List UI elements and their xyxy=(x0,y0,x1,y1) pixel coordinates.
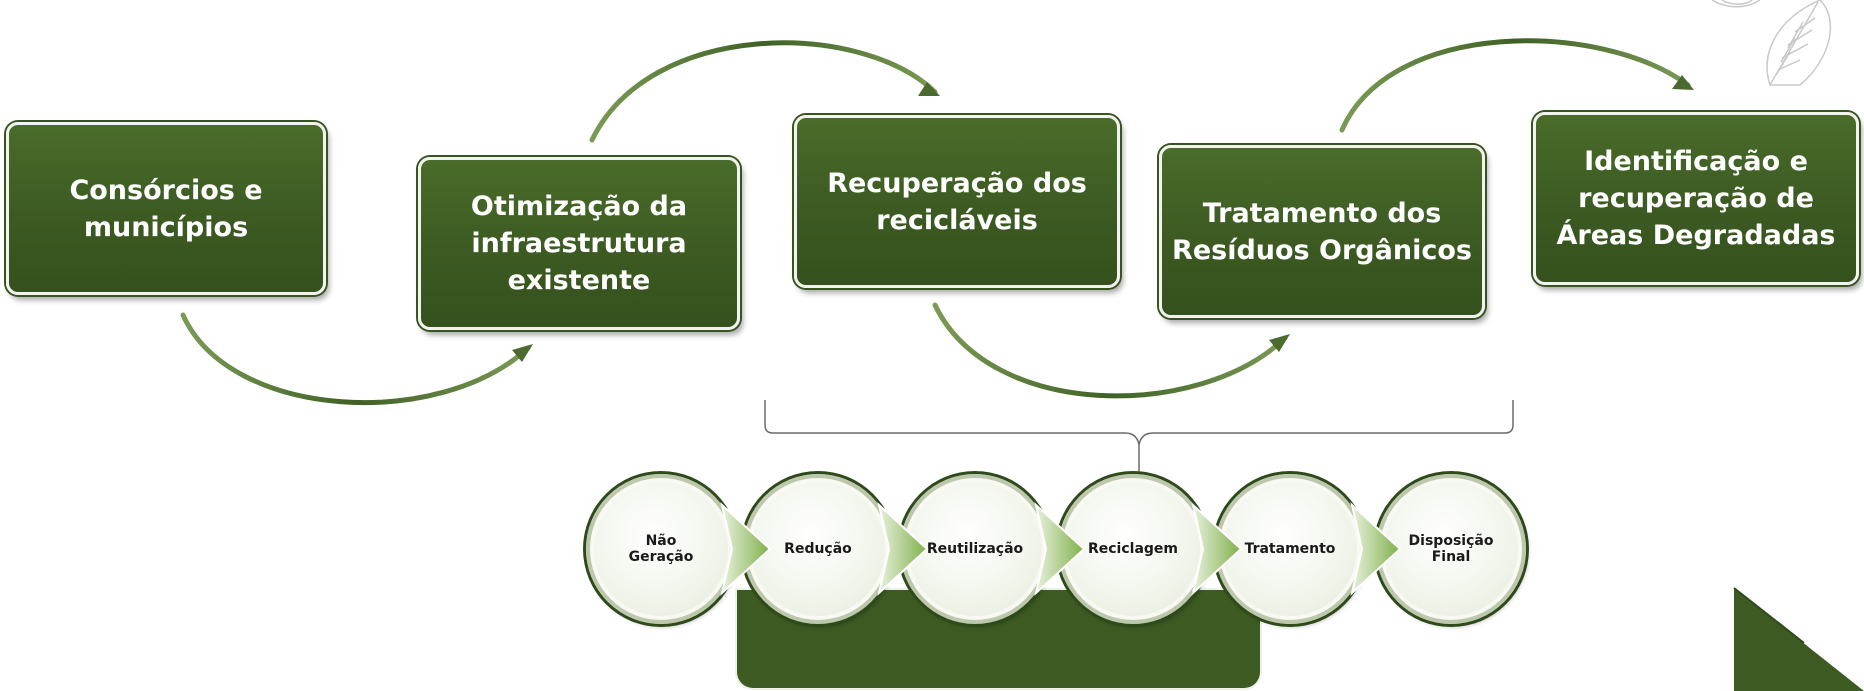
curved-arrow-icon xyxy=(932,302,1288,399)
curved-arrow-icon xyxy=(589,40,938,143)
arrow-head xyxy=(1672,75,1694,90)
hierarchy-circle-tratamento: Tratamento xyxy=(1215,474,1365,624)
curved-arrow-icon xyxy=(180,312,531,406)
hierarchy-circle-reducao: Redução xyxy=(743,474,893,624)
hierarchy-circle-nao-geracao: Não Geração xyxy=(586,474,736,624)
hierarchy-circle-reutilizacao: Reutilização xyxy=(900,474,1050,624)
hierarchy-circle-disposicao-final: Disposição Final xyxy=(1376,474,1526,624)
step-box-tratamento: Tratamento dos Resíduos Orgânicos xyxy=(1159,145,1485,318)
curved-arrow-icon xyxy=(1339,38,1691,133)
step-box-consorcios: Consórcios e municípios xyxy=(6,122,326,295)
arrow-head xyxy=(918,82,940,96)
step-box-otimizacao: Otimização da infraestrutura existente xyxy=(418,157,740,330)
arrow-head xyxy=(1269,334,1290,352)
arrow-head xyxy=(512,344,533,362)
step-box-areas-degradadas: Identificação e recuperação de Áreas Deg… xyxy=(1533,112,1859,285)
hierarchy-circle-reciclagem: Reciclagem xyxy=(1058,474,1208,624)
step-box-recuperacao: Recuperação dos recicláveis xyxy=(794,115,1120,288)
